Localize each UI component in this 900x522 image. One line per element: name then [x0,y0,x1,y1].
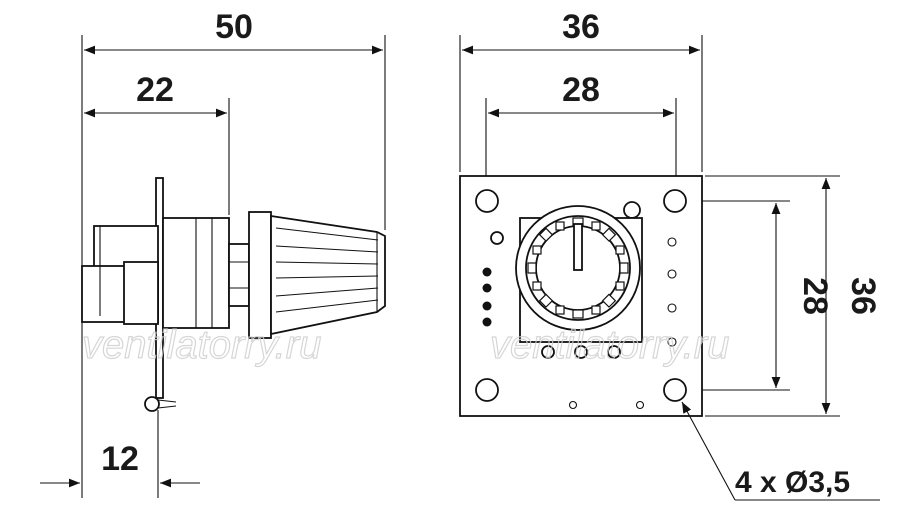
hole-callout: 4 x Ø3,5 [681,401,880,501]
dimension-12: 12 [40,440,200,488]
dimension-28-hole-spacing: 28 [488,71,674,118]
dimension-36-height: 36 [821,178,882,414]
dimension-28-vertical: 28 [771,203,834,388]
watermark: ventilatorry.ru [82,323,321,367]
dimension-36-width: 36 [462,8,700,55]
side-view: 50 22 12 [40,8,386,498]
svg-text:36: 36 [844,277,882,315]
svg-text:22: 22 [136,71,174,109]
knob-teeth [527,217,629,319]
svg-text:28: 28 [796,277,834,315]
watermark: ventilatorry.ru [490,323,729,367]
svg-text:4 x Ø3,5: 4 x Ø3,5 [735,466,850,499]
svg-text:12: 12 [101,440,139,478]
mounting-hole [475,189,499,213]
svg-text:28: 28 [562,71,600,109]
dimension-50: 50 [84,8,383,55]
front-view: 36 28 28 36 [459,8,882,501]
svg-text:50: 50 [215,8,253,46]
dimension-22: 22 [84,71,227,118]
mounting-hole [663,189,687,213]
mounting-hole [663,378,687,402]
mounting-hole [475,378,499,402]
svg-text:36: 36 [562,8,600,46]
